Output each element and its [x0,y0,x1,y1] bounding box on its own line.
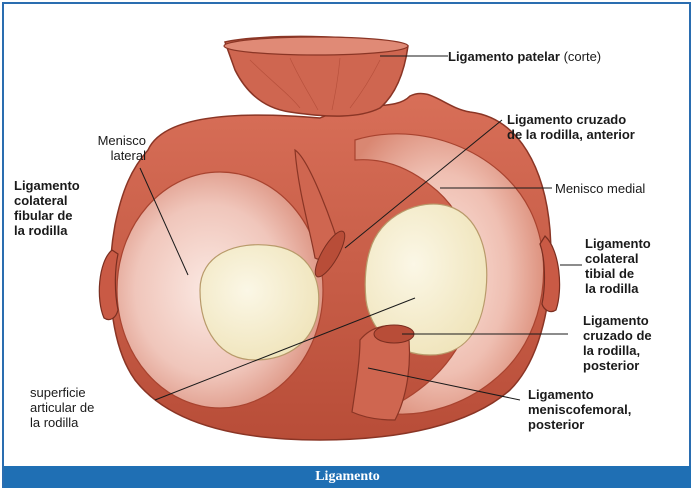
label-tibial-collateral: Ligamento colateral tibial de la rodilla [585,236,651,296]
label-pcl: Ligamento cruzado de la rodilla, posteri… [583,313,652,373]
figure-caption: Ligamento [4,466,691,488]
label-patellar-ligament: Ligamento patelar (corte) [448,49,601,64]
label-meniscofemoral: Ligamento meniscofemoral, posterior [528,387,631,432]
label-medial-meniscus: Menisco medial [555,181,645,196]
label-fibular-collateral: Ligamento colateral fibular de la rodill… [14,178,80,238]
fibular-collateral-ligament [99,250,118,320]
label-lateral-meniscus: Menisco lateral [68,133,146,163]
label-acl: Ligamento cruzado de la rodilla, anterio… [507,112,635,142]
label-patellar-ligament-suffix: (corte) [560,49,601,64]
patellar-ligament-cut [224,37,408,55]
label-articular-surface: superficie articular de la rodilla [30,385,94,430]
